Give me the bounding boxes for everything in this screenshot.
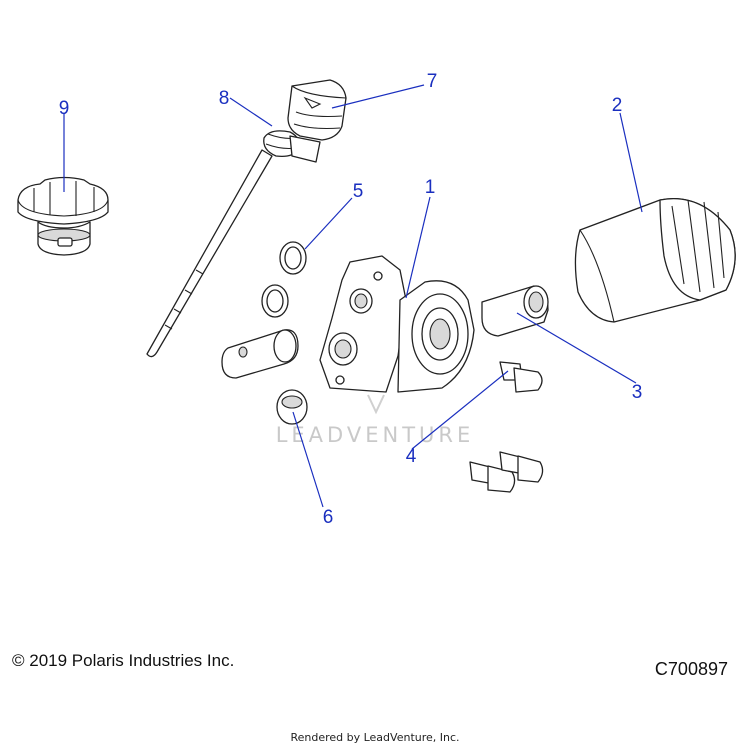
callout-4: 4 bbox=[406, 446, 417, 467]
callout-5: 5 bbox=[353, 181, 364, 202]
oil-filter-adapter-housing-icon bbox=[319, 255, 475, 393]
flange-bolt-icon bbox=[469, 361, 544, 493]
copyright-notice: © 2019 Polaris Industries Inc. bbox=[12, 651, 235, 670]
sleeve-fitting-icon bbox=[481, 285, 549, 337]
callout-3: 3 bbox=[632, 382, 643, 403]
leader-lines bbox=[63, 84, 643, 508]
rendered-by-footer: Rendered by LeadVenture, Inc. bbox=[290, 731, 460, 744]
callout-labels: 1 2 3 4 5 6 7 8 9 bbox=[59, 71, 643, 528]
callout-1: 1 bbox=[425, 177, 436, 198]
valve-plunger-icon bbox=[221, 329, 299, 379]
diagram-code: C700897 bbox=[654, 659, 728, 679]
callout-2: 2 bbox=[612, 95, 623, 116]
callout-7: 7 bbox=[427, 71, 438, 92]
dipstick-icon bbox=[146, 149, 273, 358]
callout-8: 8 bbox=[219, 88, 230, 109]
oil-fill-cap-icon bbox=[17, 176, 109, 256]
watermark-text: LEADVENTURE bbox=[276, 423, 475, 447]
callout-6: 6 bbox=[323, 507, 334, 528]
plug-cap-icon bbox=[276, 389, 308, 425]
oil-filter-icon bbox=[574, 197, 736, 323]
o-ring-icon bbox=[261, 241, 307, 318]
leadventure-watermark: LEADVENTURE bbox=[276, 394, 475, 447]
callout-9: 9 bbox=[59, 98, 70, 119]
dipstick-cap-icon bbox=[287, 79, 347, 163]
